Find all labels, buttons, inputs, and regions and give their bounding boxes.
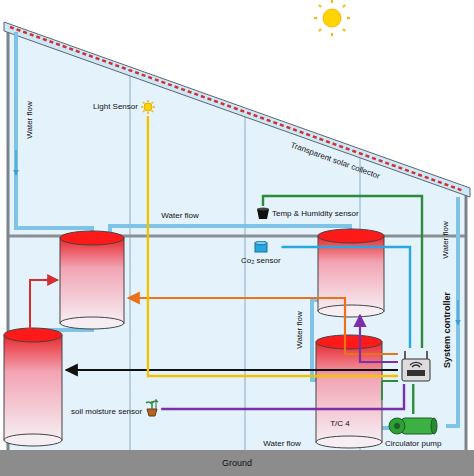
tank-bottom	[318, 305, 384, 317]
tank-bottom	[316, 436, 382, 448]
tank-top	[60, 231, 124, 245]
co2-icon	[254, 241, 268, 254]
water-pipe	[110, 226, 350, 232]
flow-label: Water flow	[161, 211, 199, 221]
cup-icon	[256, 207, 270, 220]
thermocouple-label: T/C 4	[330, 419, 350, 429]
node-label: Co₂ sensor	[241, 256, 281, 266]
pump-control-wire	[412, 384, 414, 414]
co2-sensor: Co₂ sensor	[240, 240, 282, 267]
sensor-disc	[144, 103, 152, 111]
solar-collector-label: Transparent solar collector	[289, 140, 381, 181]
control-arrow	[360, 315, 398, 362]
controller-box	[402, 359, 430, 381]
tank-bottom	[60, 317, 124, 329]
tank	[60, 231, 124, 329]
flow-label: Water flow	[295, 311, 305, 349]
flow-label: Water flow	[263, 439, 301, 449]
sensor-rays	[141, 100, 155, 114]
greenhouse-interior	[8, 25, 466, 450]
light-sensor: Light Sensor	[92, 98, 157, 116]
ground-bar	[0, 450, 474, 476]
node-label: soil moisture sensor	[71, 407, 142, 417]
pump-icon	[388, 415, 438, 437]
controller-screen	[407, 370, 425, 376]
storage-tanks	[4, 229, 384, 448]
router-icon	[399, 349, 433, 383]
tank	[4, 328, 62, 446]
soil-moisture-sensor: soil moisture sensor	[70, 396, 161, 418]
temp-humidity-sensor: Temp & Humidity sensor	[255, 206, 360, 221]
thermocouple-wire	[382, 381, 398, 400]
flow-arrow	[457, 300, 458, 325]
circulator-pump: Circulator pump	[384, 414, 442, 450]
solar-collector	[4, 22, 470, 197]
wifi-symbol	[410, 362, 422, 367]
collector-tubes	[10, 27, 464, 191]
plant-icon	[144, 397, 160, 417]
pump-inlet	[394, 423, 400, 429]
co2-signal-wire	[282, 247, 410, 348]
tank-body	[4, 335, 62, 440]
pump-housing	[389, 418, 405, 434]
water-pipes	[16, 32, 458, 428]
node-label: Circulator pump	[385, 439, 441, 449]
antennas	[405, 351, 427, 359]
flow-arrow	[15, 150, 16, 175]
tank-top	[318, 229, 384, 243]
sun-icon	[140, 99, 156, 115]
sun-rays	[314, 0, 350, 36]
tank-bottom	[4, 434, 62, 446]
sun	[314, 0, 350, 36]
moisture-probe	[156, 399, 157, 411]
system-controller: System controller	[398, 348, 434, 384]
water-pipe	[16, 32, 92, 231]
node-label: System controller	[442, 292, 452, 368]
tank-body	[316, 342, 382, 442]
node-label: Temp & Humidity sensor	[272, 209, 359, 219]
sensor-top	[255, 241, 267, 245]
tank-body	[60, 238, 124, 323]
return-flow-arrow	[30, 280, 58, 329]
flow-label: Water flow	[25, 101, 35, 139]
tank-top	[316, 335, 382, 349]
right-wall	[465, 190, 468, 450]
moisture-signal-wire	[161, 384, 404, 409]
climate-signal-wire	[263, 196, 422, 348]
flow-label: Water flow	[441, 221, 451, 259]
ground-label: Ground	[222, 458, 252, 468]
control-arrow	[66, 369, 398, 371]
sensor-top	[257, 208, 269, 211]
node-label: Light Sensor	[93, 102, 138, 112]
tank	[316, 335, 382, 448]
sun-disc	[323, 9, 341, 27]
tank-top	[4, 328, 62, 342]
pump-motor	[402, 418, 434, 434]
pump-end	[431, 418, 437, 434]
tank	[318, 229, 384, 317]
control-arrow	[128, 298, 398, 354]
